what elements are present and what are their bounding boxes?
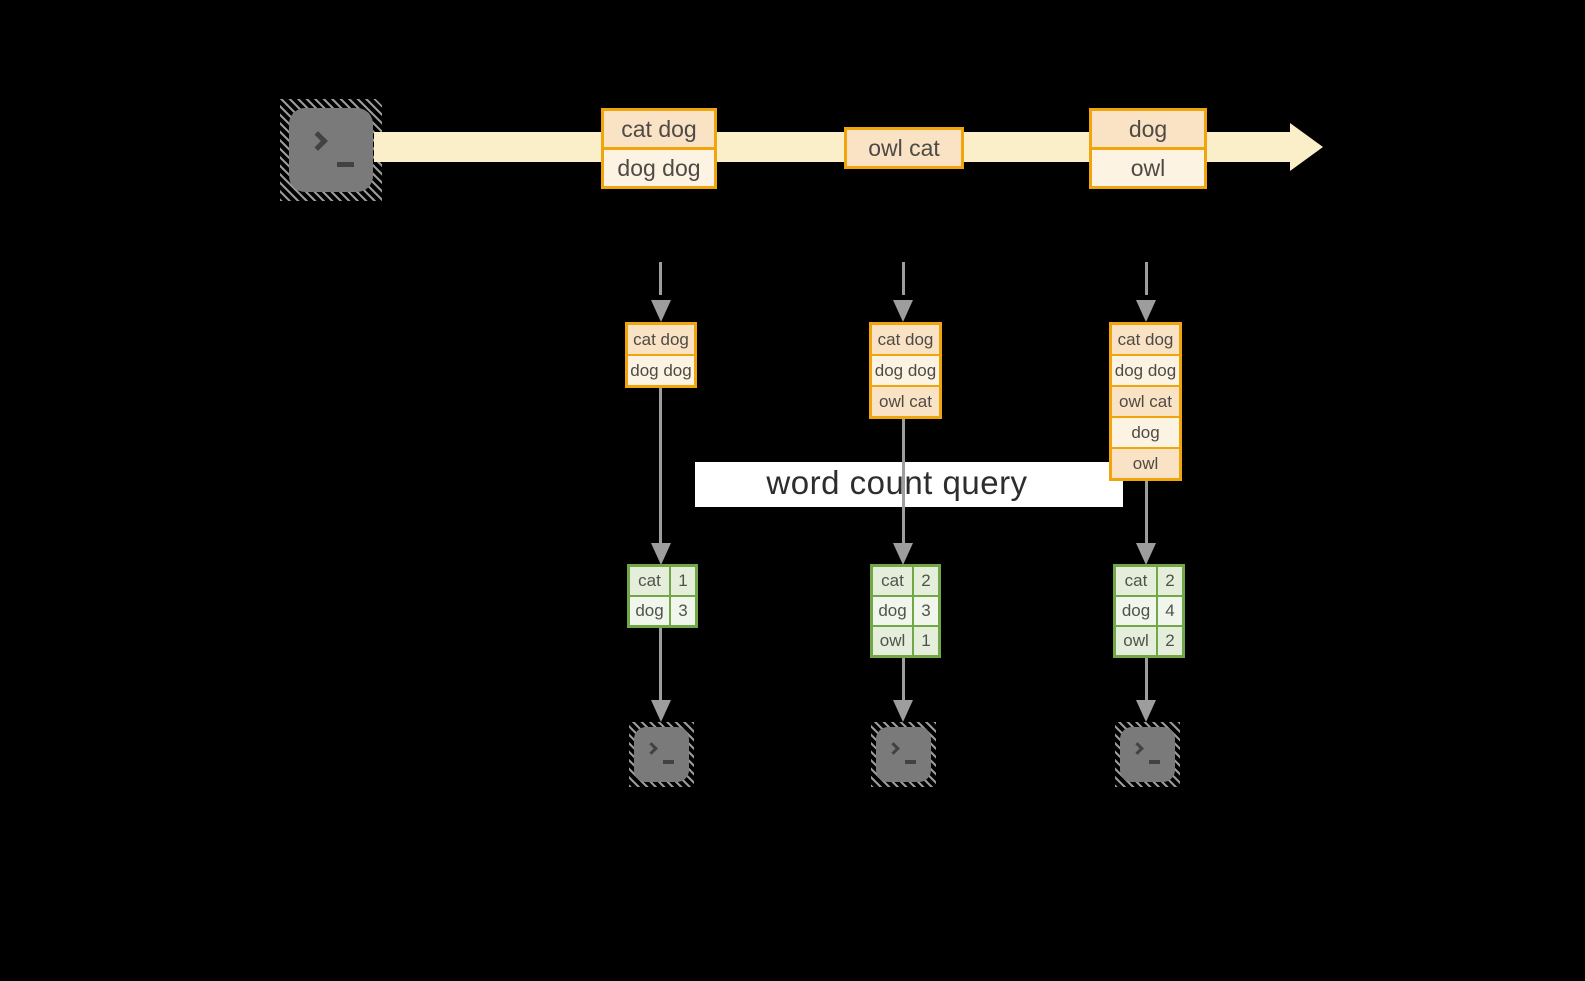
terminal-cursor-icon	[337, 162, 354, 167]
sink-arrowhead-icon	[893, 700, 913, 722]
count-value-cell: 1	[671, 567, 695, 595]
sink-arrowhead-icon	[651, 700, 671, 722]
buffer-record: dog dog	[1112, 356, 1179, 385]
count-word-cell: dog	[1116, 597, 1156, 625]
sink-arrow-line	[1145, 656, 1148, 702]
count-value-cell: 3	[671, 597, 695, 625]
count-word-cell: dog	[630, 597, 669, 625]
sink-arrow-line	[902, 656, 905, 702]
count-word-cell: cat	[873, 567, 912, 595]
count-value-cell: 2	[1158, 567, 1182, 595]
terminal-cursor-icon	[905, 760, 916, 764]
count-value-cell: 1	[914, 627, 938, 655]
sink-terminal-icon	[871, 722, 936, 787]
terminal-screen	[634, 727, 689, 782]
sink-terminal-icon	[1115, 722, 1180, 787]
count-word-cell: cat	[1116, 567, 1156, 595]
stream-event-box-1: cat dog dog dog	[601, 108, 717, 189]
count-value-cell: 3	[914, 597, 938, 625]
buffer-box-3: cat dog dog dog owl cat dog owl	[1109, 322, 1182, 481]
stream-timeline-arrowhead-icon	[1290, 123, 1323, 171]
query-arrowhead-icon	[651, 543, 671, 565]
buffer-box-2: cat dog dog dog owl cat	[869, 322, 942, 419]
ingest-arrow-dash	[902, 262, 905, 295]
sink-arrowhead-icon	[1136, 700, 1156, 722]
stream-record: owl	[1092, 150, 1204, 186]
buffer-record: cat dog	[872, 325, 939, 354]
buffer-record: cat dog	[628, 325, 694, 354]
terminal-prompt-chevron-icon	[308, 131, 328, 151]
ingest-arrow-dash	[659, 262, 662, 295]
count-word-cell: owl	[1116, 627, 1156, 655]
buffer-box-1: cat dog dog dog	[625, 322, 697, 388]
count-word-cell: cat	[630, 567, 669, 595]
terminal-prompt-chevron-icon	[887, 742, 900, 755]
terminal-screen	[289, 108, 373, 192]
stream-record: owl cat	[847, 130, 961, 166]
terminal-cursor-icon	[663, 760, 674, 764]
ingest-arrowhead-icon	[893, 300, 913, 322]
query-arrow-line	[902, 417, 905, 544]
terminal-prompt-chevron-icon	[645, 742, 658, 755]
ingest-arrowhead-icon	[651, 300, 671, 322]
count-table-2: cat 2 dog 3 owl 1	[870, 564, 941, 658]
stream-record: dog	[1092, 111, 1204, 147]
count-value-cell: 2	[1158, 627, 1182, 655]
query-arrow-line	[1145, 479, 1148, 544]
stream-record: dog dog	[604, 150, 714, 186]
count-table-3: cat 2 dog 4 owl 2	[1113, 564, 1185, 658]
ingest-arrowhead-icon	[1136, 300, 1156, 322]
sink-terminal-icon	[629, 722, 694, 787]
count-word-cell: dog	[873, 597, 912, 625]
buffer-record: dog dog	[628, 356, 694, 385]
buffer-record: owl cat	[872, 387, 939, 416]
count-word-cell: owl	[873, 627, 912, 655]
buffer-record: dog dog	[872, 356, 939, 385]
query-arrowhead-icon	[1136, 543, 1156, 565]
stream-record: cat dog	[604, 111, 714, 147]
stream-event-box-2: owl cat	[844, 127, 964, 169]
buffer-record: dog	[1112, 418, 1179, 447]
sink-arrow-line	[659, 626, 662, 702]
buffer-record: cat dog	[1112, 325, 1179, 354]
query-banner-label: word count query	[766, 464, 1028, 501]
terminal-prompt-chevron-icon	[1131, 742, 1144, 755]
query-arrowhead-icon	[893, 543, 913, 565]
stream-event-box-3: dog owl	[1089, 108, 1207, 189]
source-terminal-icon	[280, 99, 382, 201]
query-arrow-line	[659, 386, 662, 544]
terminal-cursor-icon	[1149, 760, 1160, 764]
buffer-record: owl cat	[1112, 387, 1179, 416]
terminal-screen	[1120, 727, 1175, 782]
query-banner	[695, 462, 1123, 507]
count-table-1: cat 1 dog 3	[627, 564, 698, 628]
count-value-cell: 2	[914, 567, 938, 595]
terminal-screen	[876, 727, 931, 782]
ingest-arrow-dash	[1145, 262, 1148, 295]
count-value-cell: 4	[1158, 597, 1182, 625]
buffer-record: owl	[1112, 449, 1179, 478]
